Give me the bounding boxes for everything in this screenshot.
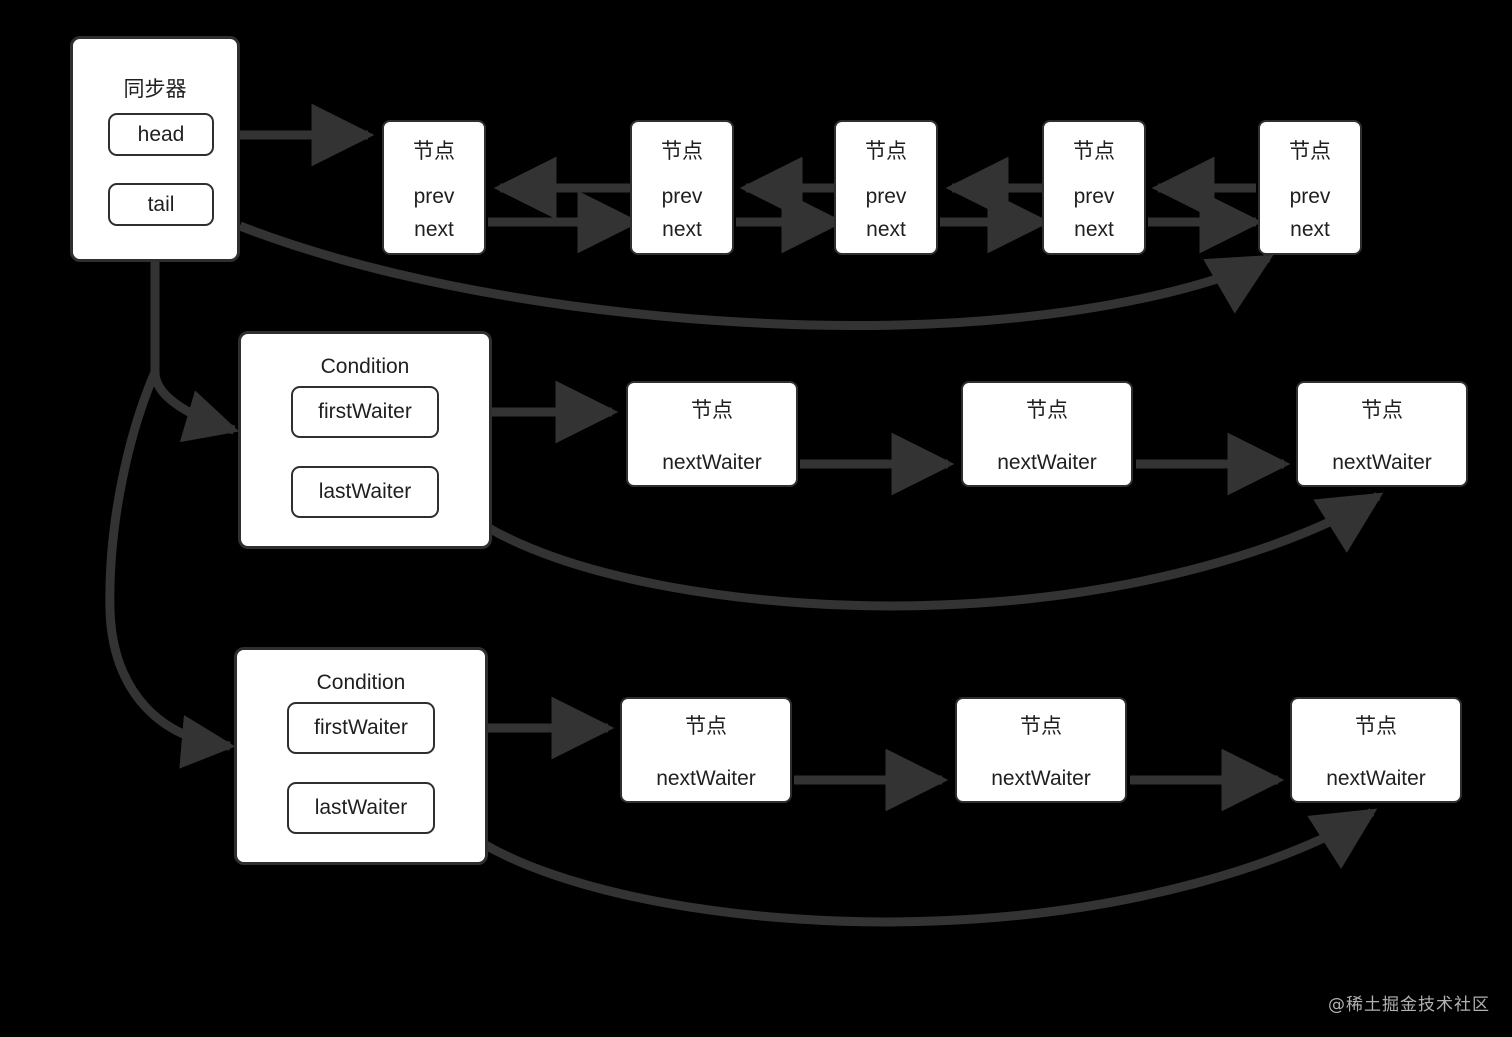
condition-2-waiter-node-2[interactable]: 节点 nextWaiter (955, 697, 1127, 803)
aqs-node-prev-label: prev (1289, 185, 1331, 208)
waiter-node-nextwaiter-label: nextWaiter (997, 451, 1097, 474)
aqs-node-5[interactable]: 节点 prev next (1258, 120, 1362, 255)
waiter-node-nextwaiter-label: nextWaiter (656, 767, 756, 790)
aqs-node-4[interactable]: 节点 prev next (1042, 120, 1146, 255)
edge-sync-to-condition1 (150, 262, 240, 443)
aqs-node-2[interactable]: 节点 prev next (630, 120, 734, 255)
aqs-node-1[interactable]: 节点 prev next (382, 120, 486, 255)
aqs-node-next-label: next (1290, 218, 1330, 241)
waiter-node-nextwaiter-label: nextWaiter (1326, 767, 1426, 790)
aqs-node-title: 节点 (1289, 140, 1331, 163)
aqs-node-title: 节点 (661, 140, 703, 163)
waiter-node-title: 节点 (1020, 715, 1062, 738)
aqs-node-prev-label: prev (865, 185, 907, 208)
aqs-node-3[interactable]: 节点 prev next (834, 120, 938, 255)
aqs-node-prev-label: prev (661, 185, 703, 208)
aqs-node-next-label: next (662, 218, 702, 241)
aqs-node-title: 节点 (865, 140, 907, 163)
waiter-node-title: 节点 (691, 399, 733, 422)
waiter-node-nextwaiter-label: nextWaiter (662, 451, 762, 474)
condition-1-waiter-node-3[interactable]: 节点 nextWaiter (1296, 381, 1468, 487)
edge-cond1-lastwaiter-to-waiter3 (467, 492, 1384, 611)
waiter-node-nextwaiter-label: nextWaiter (991, 767, 1091, 790)
condition-1-firstwaiter-field[interactable]: firstWaiter (291, 386, 439, 438)
condition-2-waiter-node-3[interactable]: 节点 nextWaiter (1290, 697, 1462, 803)
aqs-node-next-label: next (866, 218, 906, 241)
condition-title: Condition (316, 671, 406, 694)
synchronizer-head-field[interactable]: head (108, 113, 214, 156)
condition-1-lastwaiter-field[interactable]: lastWaiter (291, 466, 439, 518)
synchronizer-tail-field[interactable]: tail (108, 183, 214, 226)
waiter-node-nextwaiter-label: nextWaiter (1332, 451, 1432, 474)
aqs-node-title: 节点 (1073, 140, 1115, 163)
condition-2-lastwaiter-field[interactable]: lastWaiter (287, 782, 435, 834)
synchronizer-title: 同步器 (123, 78, 187, 101)
watermark: @稀土掘金技术社区 (1328, 995, 1490, 1015)
aqs-node-prev-label: prev (1073, 185, 1115, 208)
waiter-node-title: 节点 (1355, 715, 1397, 738)
edge-sync-to-condition2 (105, 370, 236, 769)
condition-box-1: Condition (238, 331, 492, 549)
condition-title: Condition (320, 355, 410, 378)
waiter-node-title: 节点 (685, 715, 727, 738)
condition-2-firstwaiter-field[interactable]: firstWaiter (287, 702, 435, 754)
aqs-node-title: 节点 (413, 140, 455, 163)
condition-1-waiter-node-2[interactable]: 节点 nextWaiter (961, 381, 1133, 487)
waiter-node-title: 节点 (1361, 399, 1403, 422)
waiter-node-title: 节点 (1026, 399, 1068, 422)
aqs-node-prev-label: prev (413, 185, 455, 208)
condition-2-waiter-node-1[interactable]: 节点 nextWaiter (620, 697, 792, 803)
edge-cond2-lastwaiter-to-waiter3 (462, 808, 1378, 927)
condition-1-waiter-node-1[interactable]: 节点 nextWaiter (626, 381, 798, 487)
aqs-node-next-label: next (414, 218, 454, 241)
aqs-node-next-label: next (1074, 218, 1114, 241)
